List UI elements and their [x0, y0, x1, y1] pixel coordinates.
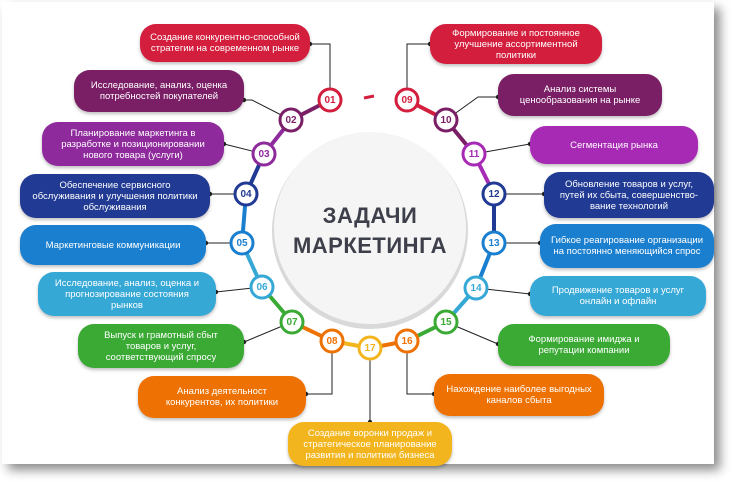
task-card-15: Формирование имиджа и репутации компании — [498, 324, 670, 366]
node-01 — [317, 87, 343, 113]
task-card-03: Планирование маркетинга в разработке и п… — [42, 122, 224, 166]
node-number-09: 09 — [401, 94, 413, 106]
center-disc — [274, 132, 466, 324]
node-11 — [461, 141, 487, 167]
node-number-17: 17 — [364, 342, 376, 354]
connector-09 — [406, 43, 430, 100]
connector-08 — [306, 341, 333, 395]
node-number-05: 05 — [236, 237, 248, 249]
node-number-03: 03 — [258, 148, 270, 160]
ring-diagram — [203, 41, 547, 425]
task-card-17: Создание воронки продаж и стратегическое… — [288, 422, 452, 466]
node-16 — [394, 328, 420, 354]
node-number-08: 08 — [326, 335, 338, 347]
task-text-01: Создание конкурентно-способной стратегии… — [150, 32, 300, 54]
task-text-03: Планирование маркетинга в разработке и п… — [61, 127, 205, 161]
task-text-08: Анализ деятельност конкурентов, их полит… — [165, 386, 279, 408]
task-card-10: Анализ системы ценообразования на рынке — [498, 74, 662, 116]
title-line-2: МАРКЕТИНГА — [292, 233, 448, 258]
node-number-10: 10 — [440, 114, 452, 126]
task-card-16: Нахождение наиболее выгодных каналов сбы… — [434, 374, 604, 416]
central-title: ЗАДАЧИ МАРКЕТИНГА — [270, 146, 470, 316]
infographic-frame: ЗАДАЧИ МАРКЕТИНГА Создание конкурентно-с… — [2, 2, 714, 466]
task-text-06: Исследование, анализ, оценка и прогнозир… — [54, 277, 200, 311]
title-line-1: ЗАДАЧИ — [322, 203, 418, 228]
connector-16 — [406, 341, 434, 395]
task-card-09: Формирование и постоянное улучшение ассо… — [430, 24, 602, 64]
node-09 — [394, 87, 420, 113]
connector-10 — [445, 96, 498, 121]
connector-02 — [244, 99, 292, 121]
node-number-16: 16 — [401, 335, 413, 347]
task-card-04: Обеспечение сервисного обслуживания и ул… — [20, 174, 210, 218]
task-text-17: Создание воронки продаж и стратегическое… — [303, 427, 437, 461]
node-12 — [481, 181, 507, 207]
node-number-12: 12 — [488, 188, 500, 200]
node-07 — [279, 309, 305, 335]
node-number-02: 02 — [285, 114, 297, 126]
node-number-04: 04 — [240, 188, 252, 200]
task-card-07: Выпуск и грамотный сбыт товаров и услуг,… — [78, 324, 244, 368]
node-number-06: 06 — [256, 281, 268, 293]
task-text-05: Маркетинговые коммуникации — [45, 239, 181, 251]
task-text-12: Обновление товаров и услуг, путей их сбы… — [559, 178, 699, 212]
task-text-14: Продвижение товаров и услуг онлайн и офл… — [551, 285, 685, 307]
task-card-08: Анализ деятельност конкурентов, их полит… — [138, 376, 306, 418]
node-04 — [233, 181, 259, 207]
node-number-07: 07 — [286, 316, 298, 328]
node-10 — [433, 107, 459, 133]
node-03 — [251, 141, 277, 167]
task-card-06: Исследование, анализ, оценка и прогнозир… — [38, 272, 216, 316]
task-card-14: Продвижение товаров и услуг онлайн и офл… — [530, 276, 706, 316]
node-13 — [481, 230, 507, 256]
node-02 — [278, 107, 304, 133]
node-number-14: 14 — [470, 282, 482, 294]
task-text-11: Сегментация рынка — [570, 139, 658, 151]
task-text-04: Обеспечение сервисного обслуживания и ул… — [32, 179, 198, 213]
node-08 — [319, 328, 345, 354]
task-text-16: Нахождение наиболее выгодных каналов сбы… — [446, 384, 592, 406]
task-card-12: Обновление товаров и услуг, путей их сбы… — [544, 172, 714, 218]
task-text-09: Формирование и постоянное улучшение ассо… — [452, 27, 580, 61]
task-text-15: Формирование имиджа и репутации компании — [528, 334, 640, 356]
node-15 — [433, 309, 459, 335]
node-05 — [229, 230, 255, 256]
node-number-15: 15 — [440, 316, 452, 328]
task-text-02: Исследование, анализ, оценка потребносте… — [90, 80, 228, 102]
ring-gap — [363, 94, 375, 100]
task-card-01: Создание конкурентно-способной стратегии… — [140, 24, 310, 62]
task-card-05: Маркетинговые коммуникации — [20, 225, 206, 265]
node-17 — [357, 335, 383, 361]
node-number-01: 01 — [324, 94, 336, 106]
node-number-11: 11 — [468, 148, 480, 160]
task-text-10: Анализ системы ценообразования на рынке — [519, 84, 641, 106]
node-14 — [463, 275, 489, 301]
task-text-07: Выпуск и грамотный сбыт товаров и услуг,… — [104, 329, 218, 363]
task-text-13: Гибкое реагирование организации на посто… — [550, 235, 704, 257]
connector-01 — [310, 43, 331, 100]
task-card-11: Сегментация рынка — [530, 126, 698, 164]
node-number-13: 13 — [488, 237, 500, 249]
node-06 — [249, 274, 275, 300]
task-card-02: Исследование, анализ, оценка потребносте… — [74, 70, 244, 112]
task-card-13: Гибкое реагирование организации на посто… — [540, 224, 714, 268]
